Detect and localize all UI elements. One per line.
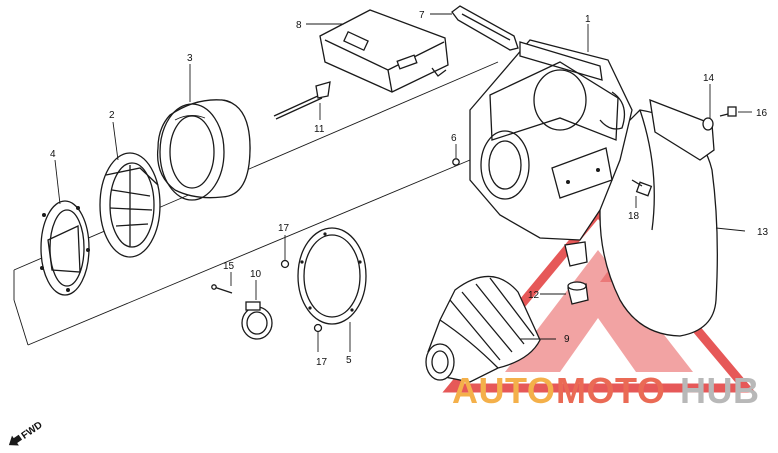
- callout-3: 3: [187, 53, 193, 64]
- callout-numbers: 1 2 3 4 5 6 7 8 9 10 11 12 13 14 15 16 1…: [50, 10, 769, 368]
- part-9-intake-tube: [425, 275, 556, 383]
- callout-11: 11: [314, 124, 325, 135]
- watermark-word-hub: HUB: [680, 370, 760, 411]
- part-18-bolt: [631, 179, 653, 208]
- callout-4: 4: [50, 149, 56, 160]
- callout-16: 16: [756, 108, 768, 119]
- callout-14: 14: [703, 73, 715, 84]
- callout-17-upper: 17: [278, 223, 290, 234]
- part-8-cover: [306, 9, 449, 93]
- part-2-element-frame: [99, 121, 161, 258]
- callout-7: 7: [419, 10, 425, 21]
- part-11-screw: [273, 81, 331, 120]
- callout-13: 13: [757, 227, 769, 238]
- part-10-clamp: [241, 280, 273, 340]
- callout-8: 8: [296, 20, 302, 31]
- part-6-washer: [452, 144, 460, 166]
- callout-9: 9: [564, 334, 570, 345]
- part-5-gasket: [297, 227, 367, 352]
- fwd-label: FWD: [20, 420, 45, 442]
- callout-12: 12: [528, 290, 540, 301]
- part-7-strip: [430, 5, 519, 51]
- part-13-duct: [599, 98, 746, 337]
- callout-15: 15: [223, 261, 235, 272]
- callout-5: 5: [346, 355, 352, 366]
- part-15-bolt: [211, 272, 233, 294]
- callout-1: 1: [585, 14, 591, 25]
- part-17-nuts: [280, 235, 323, 352]
- watermark-word-moto: MOTO: [556, 370, 665, 411]
- part-14-washer: [702, 84, 714, 131]
- assembly-boundary: [13, 61, 499, 346]
- part-1-housing: [469, 24, 633, 267]
- callout-6: 6: [451, 133, 457, 144]
- forward-arrow-icon: [8, 434, 23, 446]
- part-16-bolt: [719, 106, 752, 117]
- part-12-plug: [540, 281, 589, 305]
- forward-direction-marker: FWD: [8, 420, 45, 446]
- part-3-foam-element: [156, 64, 251, 201]
- callout-17-lower: 17: [316, 357, 328, 368]
- watermark-text: AUTO MOTO HUB: [452, 370, 760, 411]
- watermark-word-auto: AUTO: [452, 370, 555, 411]
- callout-2: 2: [109, 110, 115, 121]
- callout-10: 10: [250, 269, 262, 280]
- part-4-holder-plate: [40, 159, 90, 296]
- callout-18: 18: [628, 211, 640, 222]
